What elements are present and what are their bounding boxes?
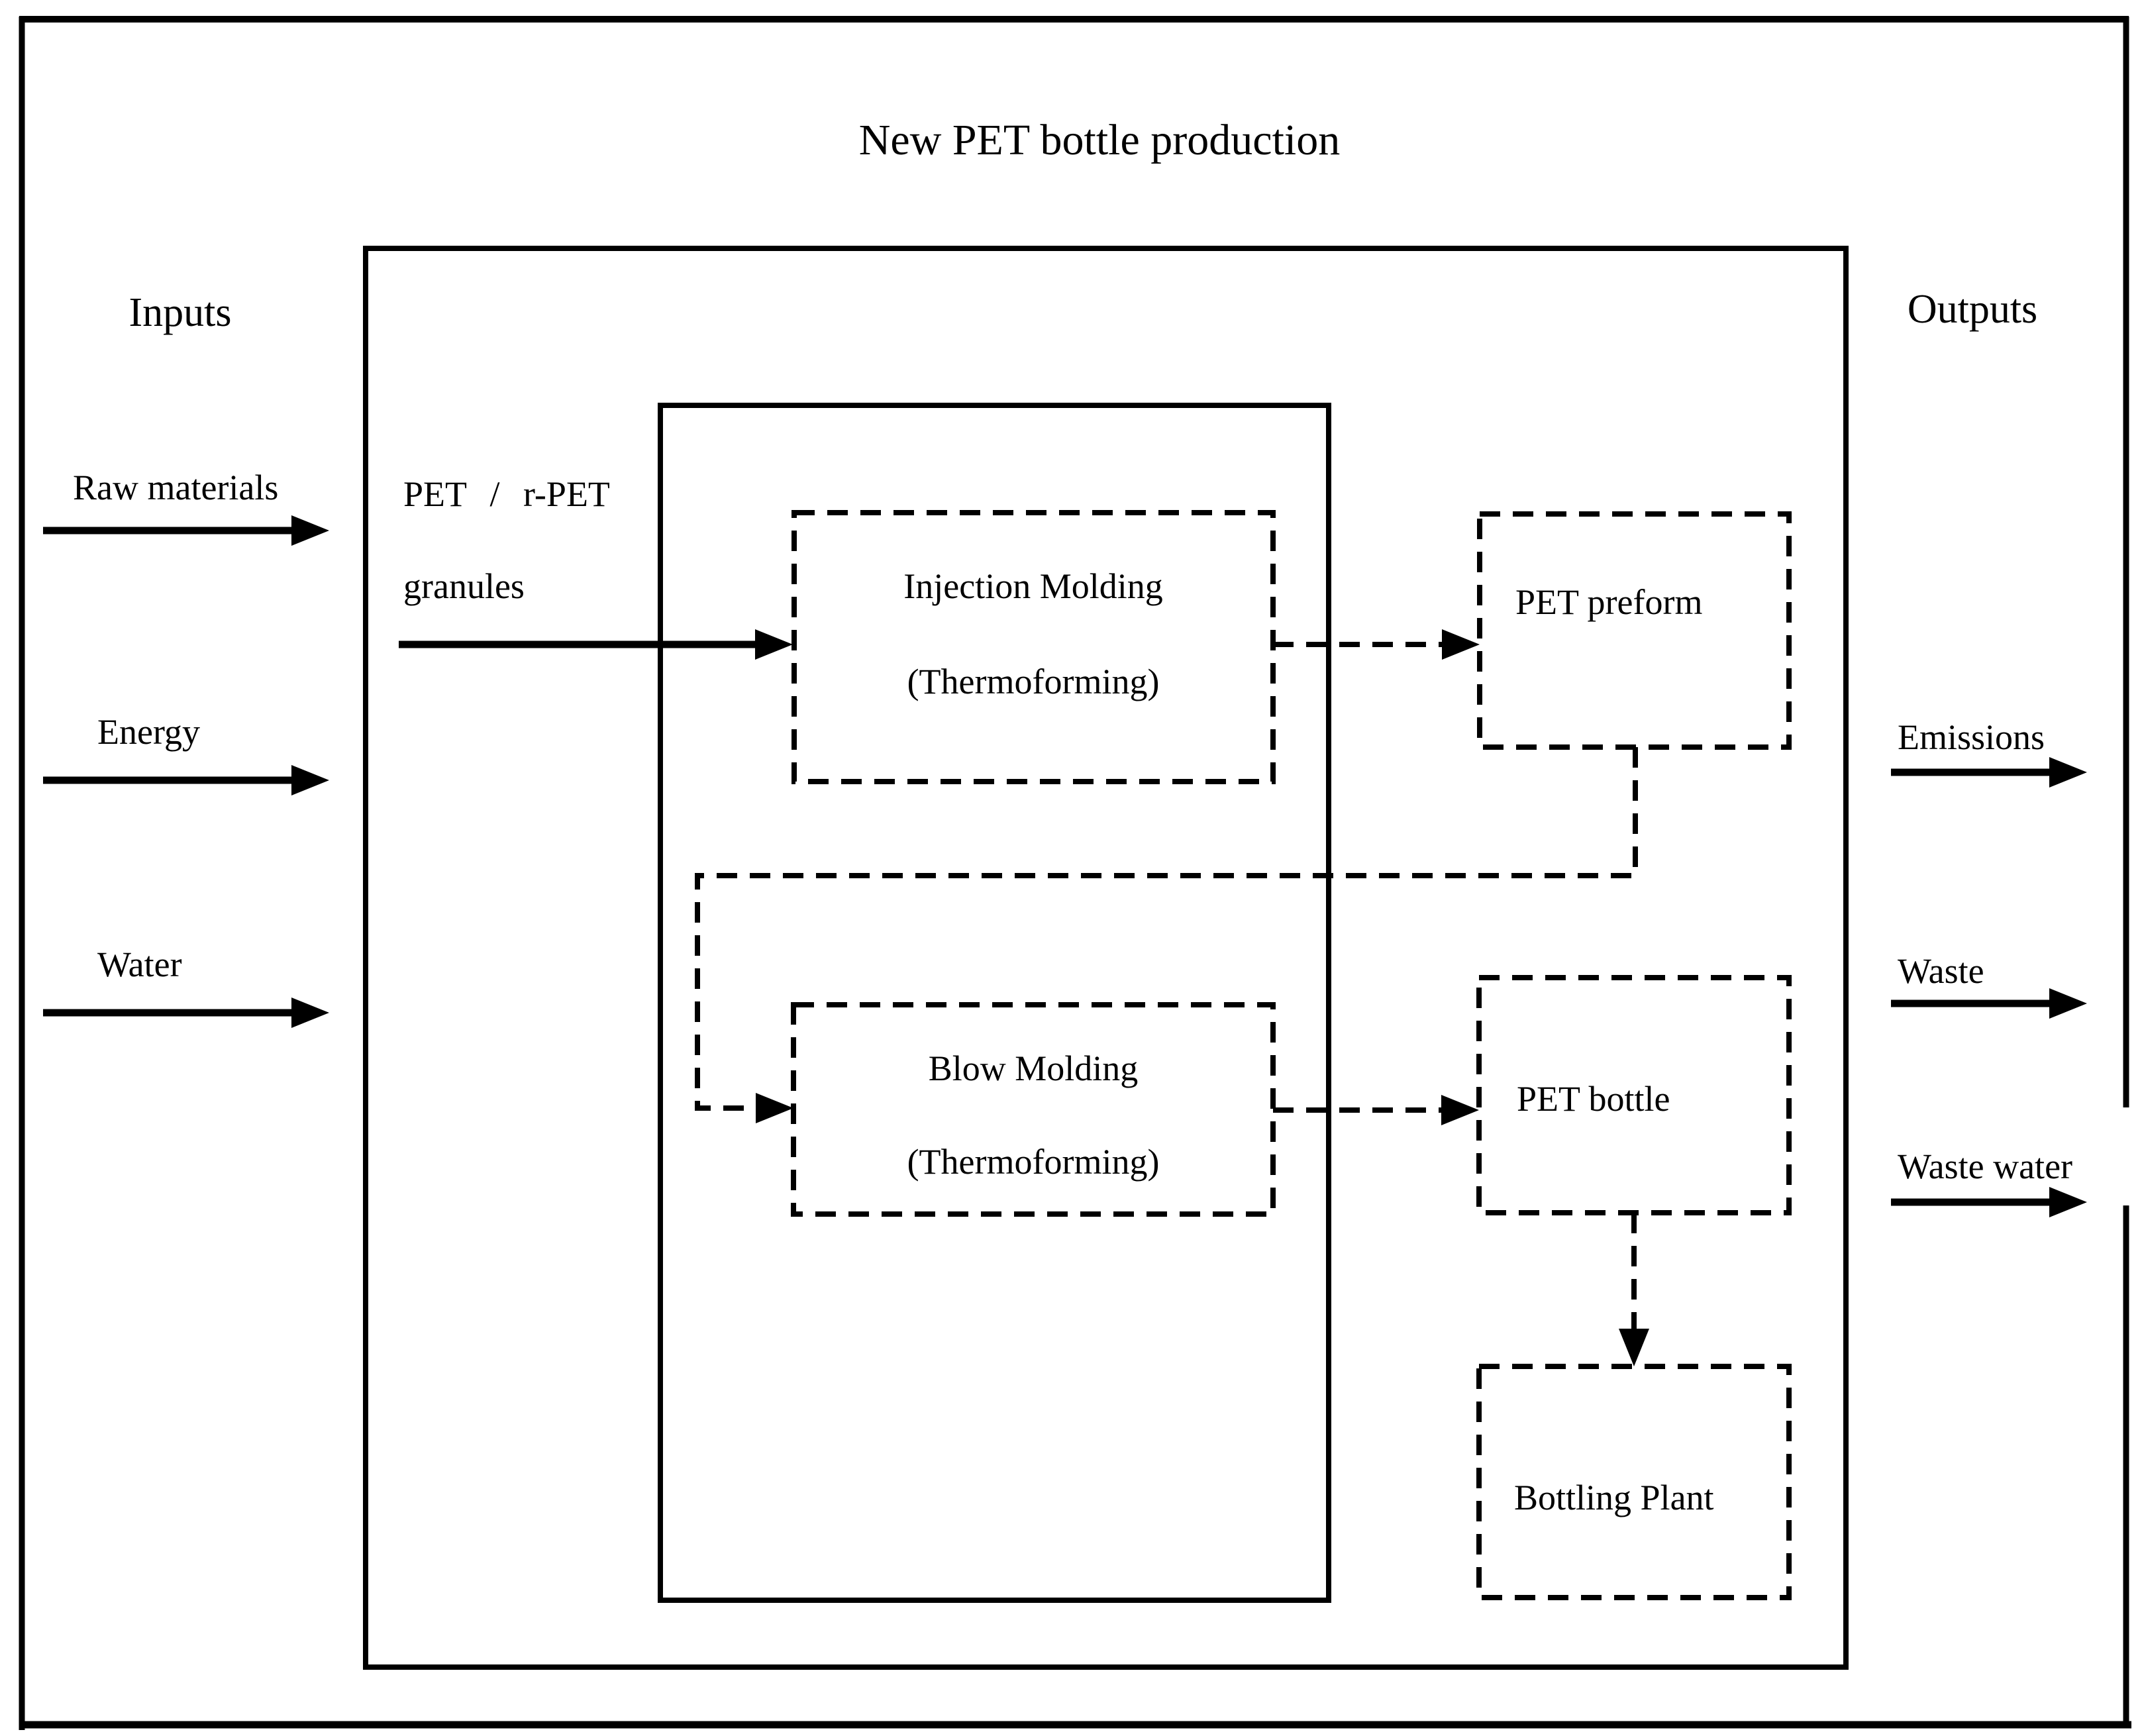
emissions-arrowhead-icon xyxy=(2049,757,2087,788)
input-water: Water xyxy=(43,945,329,1028)
pet-preform-box xyxy=(1477,511,1792,750)
bottle-to-bottling-arrowhead-icon xyxy=(1619,1329,1649,1366)
pet-bottle-label: PET bottle xyxy=(1517,1079,1670,1119)
inputs-header: Inputs xyxy=(129,290,232,335)
process-injection-molding: Injection Molding (Thermoforming) xyxy=(791,510,1276,784)
preform-to-blow-path xyxy=(695,747,1638,1111)
waste-water-label: Waste water xyxy=(1898,1147,2072,1186)
emissions-label: Emissions xyxy=(1898,717,2045,757)
input-energy: Energy xyxy=(43,712,329,795)
outer-border xyxy=(19,16,2131,1730)
connectors xyxy=(695,629,1649,1366)
blow-molding-line2: (Thermoforming) xyxy=(907,1142,1160,1182)
output-waste-water: Waste water xyxy=(1891,1147,2087,1217)
waste-arrowhead-icon xyxy=(2049,988,2087,1019)
blow-to-bottle-arrowhead-icon xyxy=(1441,1095,1479,1125)
waste-label: Waste xyxy=(1898,951,1984,991)
preform-to-blow-arrowhead-icon xyxy=(756,1093,793,1123)
raw-materials-arrowhead-icon xyxy=(291,515,329,546)
outputs-header: Outputs xyxy=(1908,287,2037,332)
feed-line1: PET / r-PET xyxy=(403,474,610,514)
feed-arrowhead-icon xyxy=(755,629,793,660)
molding-container-box xyxy=(658,403,1331,1603)
raw-materials-label: Raw materials xyxy=(73,468,278,507)
injection-to-preform-arrowhead-icon xyxy=(1442,629,1480,660)
injection-molding-box xyxy=(791,510,1276,784)
injection-molding-line1: Injection Molding xyxy=(903,566,1162,606)
waste-water-arrowhead-icon xyxy=(2049,1187,2087,1217)
bottling-plant: Bottling Plant xyxy=(1476,1364,1792,1600)
water-label: Water xyxy=(97,945,182,984)
bottling-plant-box xyxy=(1476,1364,1792,1600)
energy-arrowhead-icon xyxy=(291,765,329,795)
pet-preform-label: PET preform xyxy=(1515,582,1702,622)
process-blow-molding: Blow Molding (Thermoforming) xyxy=(791,1002,1276,1217)
injection-molding-line2: (Thermoforming) xyxy=(907,662,1160,701)
blow-molding-line1: Blow Molding xyxy=(929,1048,1139,1088)
diagram-title: New PET bottle production xyxy=(859,116,1341,164)
system-boundary-box xyxy=(363,246,1849,1670)
product-pet-bottle: PET bottle xyxy=(1476,975,1792,1215)
output-emissions: Emissions xyxy=(1891,717,2087,788)
product-pet-preform: PET preform xyxy=(1477,511,1792,750)
feed-line2: granules xyxy=(403,566,525,606)
blow-molding-box xyxy=(791,1002,1276,1217)
water-arrowhead-icon xyxy=(291,997,329,1028)
energy-label: Energy xyxy=(97,712,200,752)
feed-granules: PET / r-PET granules xyxy=(399,474,793,660)
bottling-plant-label: Bottling Plant xyxy=(1514,1478,1714,1517)
output-waste: Waste xyxy=(1891,951,2087,1019)
input-raw-materials: Raw materials xyxy=(43,468,329,546)
